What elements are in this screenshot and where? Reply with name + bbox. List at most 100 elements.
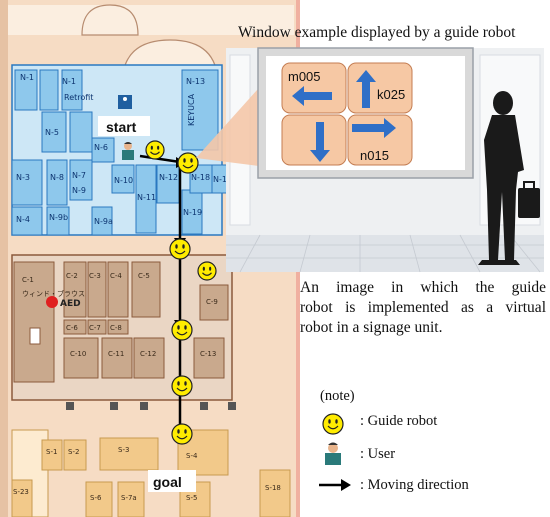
guide-robot-smiley-icon: [169, 238, 191, 260]
label-s-7a: S-7a: [121, 494, 137, 502]
label-c-2: C-2: [66, 272, 78, 280]
window-example-title: Window example displayed by a guide robo…: [238, 24, 516, 41]
label-s-23: S-23: [13, 488, 29, 496]
label-n-12: N-12: [159, 173, 178, 182]
label-n-19: N-19: [183, 208, 202, 217]
arrow-left-icon: [292, 86, 332, 106]
guide-robot-smiley-icon: [197, 261, 217, 281]
label-n-10: N-10: [114, 176, 133, 185]
label-s-2: S-2: [68, 448, 79, 456]
room-n-8: [46, 159, 68, 206]
label-c-3: C-3: [89, 272, 101, 280]
room-n-9a: [91, 206, 113, 236]
room-n-10: [111, 164, 135, 194]
arrow-down-icon: [310, 122, 330, 162]
label-n-17: N-17: [213, 175, 232, 184]
room-s-6: [85, 481, 113, 517]
room-n-1: [61, 69, 83, 111]
room-n-13: [181, 69, 219, 151]
room-s-2: [63, 439, 87, 471]
room-n-1-left: [14, 69, 38, 111]
room-c-9: [199, 284, 229, 321]
label-s-6: S-6: [90, 494, 102, 502]
guide-robot-smiley-icon: [171, 375, 193, 397]
label-c-6: C-6: [66, 324, 78, 332]
tower-left: [81, 4, 139, 36]
legend-moving-direction-label: : Moving direction: [360, 477, 469, 493]
south-room-labels: S-1 S-2 S-3 S-4 S-5 S-6 S-7a S-18 S-23: [13, 446, 281, 502]
room-c-8: [107, 319, 129, 335]
label-n-18: N-18: [191, 173, 210, 182]
goal-label: goal: [153, 474, 182, 490]
room-n-3: [11, 159, 43, 206]
label-n-1-left: N-1: [20, 73, 34, 82]
room-c-13: [193, 337, 225, 379]
center-brown-area: AED: [11, 254, 233, 401]
room-n-9: [69, 159, 93, 201]
start-label-bg: [98, 116, 150, 136]
room-n-9b: [46, 206, 70, 236]
label-n-7: N-7: [72, 171, 86, 180]
label-n-9a: N-9a: [94, 217, 113, 226]
start-label: start: [106, 119, 137, 135]
room-c-2: [63, 261, 87, 318]
label-keyuca: KEYUCA: [187, 93, 196, 126]
legend-arrow-icon: [319, 479, 351, 491]
caption-line-1: An image in which the guide: [300, 279, 546, 296]
north-blue-area: [11, 64, 233, 236]
room-n-12: [156, 164, 180, 204]
room-c-7: [87, 319, 107, 335]
room-s-1: [41, 439, 63, 471]
room-s-23: [11, 479, 33, 517]
room-c-11: [101, 337, 133, 379]
room-n-6: [91, 137, 115, 163]
caption: An image in which the guide robot is imp…: [300, 278, 546, 338]
label-s-4: S-4: [186, 452, 198, 460]
room-s-3: [99, 437, 159, 471]
legend-guide-robot-label: : Guide robot: [360, 413, 438, 429]
legend-user-label: : User: [360, 446, 396, 462]
person-silhouette: [478, 91, 540, 265]
aed-icon: [46, 296, 58, 308]
label-c-12: C-12: [140, 350, 156, 358]
label-n-9b: N-9b: [49, 213, 68, 222]
south-area: [11, 429, 291, 517]
signage-label-k025: k025: [377, 87, 405, 102]
label-s-3: S-3: [118, 446, 129, 454]
label-c-9: C-9: [206, 298, 218, 306]
label-n-1: N-1: [62, 77, 76, 86]
goal-label-bg: [148, 470, 196, 492]
room-c-1: [13, 261, 55, 383]
caption-line-3: robot in a signage unit.: [300, 319, 443, 336]
room-c-10: [63, 337, 99, 379]
pillars: [66, 402, 236, 410]
label-c-5: C-5: [138, 272, 150, 280]
room-n-11: [135, 164, 157, 234]
label-n-6: N-6: [94, 143, 108, 152]
label-c-10: C-10: [70, 350, 86, 358]
arrow-right-icon: [352, 118, 396, 138]
guide-robot-smiley-icon: [171, 319, 193, 341]
label-c-8: C-8: [110, 324, 122, 332]
aed-label: AED: [60, 299, 81, 309]
signage-projection: [196, 70, 275, 168]
label-c-7: C-7: [89, 324, 101, 332]
guide-robot-icons: [145, 140, 344, 445]
label-n-3: N-3: [16, 173, 30, 182]
room-n-5: [41, 111, 67, 153]
signage-label-m005: m005: [288, 69, 321, 84]
label-c-4: C-4: [110, 272, 122, 280]
center-room-labels: C-1 ウィンド・ブラウス C-2 C-3 C-4 C-5 C-6 C-7 C-…: [22, 272, 218, 358]
label-n-13: N-13: [186, 77, 205, 86]
label-c-1-tenant: ウィンド・ブラウス: [22, 289, 85, 298]
label-n-4: N-4: [16, 215, 30, 224]
room-s-7a: [117, 481, 145, 517]
room-c-12: [133, 337, 165, 379]
label-retrofit: Retrofit: [64, 93, 93, 102]
room-c-6: [63, 319, 87, 335]
north-room-labels: N-1 N-1 N-3 N-4 N-5 N-6 N-7 N-8 N-9 N-9b…: [16, 73, 232, 226]
label-s-5: S-5: [186, 494, 197, 502]
user-icon-map: [122, 142, 134, 160]
legend-heading: (note): [320, 388, 355, 404]
label-s-18: S-18: [265, 484, 281, 492]
